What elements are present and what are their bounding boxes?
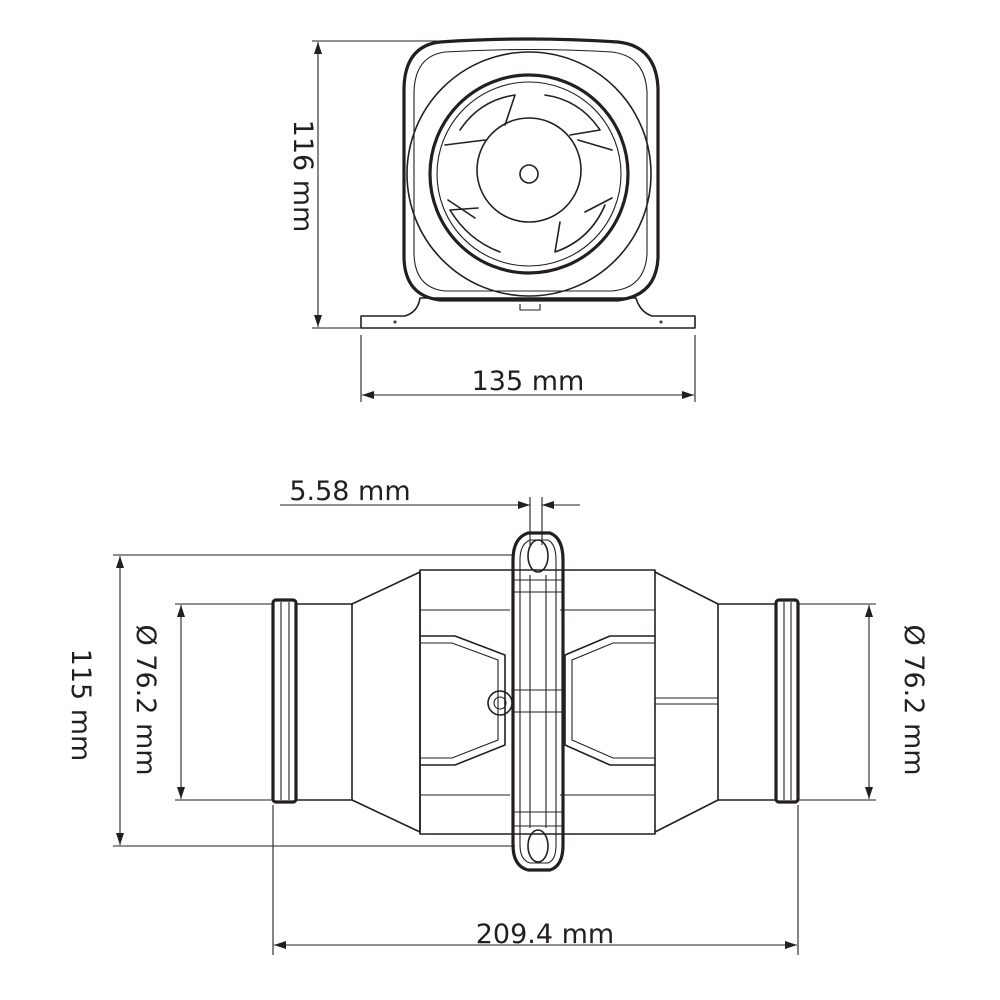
fan-shaft — [519, 164, 539, 184]
side-dimensions — [113, 497, 876, 955]
right-cone — [654, 571, 719, 833]
mounting-flange — [511, 531, 565, 872]
flange-slot-top — [527, 539, 549, 573]
left-pipe — [295, 603, 353, 801]
label-inlet-diameter-left: Ø 76.2 mm — [130, 624, 161, 775]
center-screw — [487, 690, 513, 716]
right-panel — [564, 635, 656, 766]
front-duct-inner-ring — [436, 81, 622, 267]
front-housing-outer — [402, 37, 660, 302]
front-duct-ring — [428, 73, 630, 275]
label-front-width: 135 mm — [472, 366, 585, 397]
label-flange-thickness: 5.58 mm — [289, 476, 410, 507]
fan-hub — [476, 117, 582, 223]
side-view — [271, 531, 800, 872]
base-notch — [519, 304, 541, 311]
left-panel — [419, 635, 506, 766]
flange-slot-bottom — [527, 829, 549, 863]
main-body — [419, 569, 656, 835]
front-dimensions — [312, 40, 696, 402]
left-pipe-collar — [271, 598, 298, 804]
label-total-length: 209.4 mm — [476, 919, 614, 950]
label-inlet-diameter-right: Ø 76.2 mm — [898, 624, 929, 775]
front-view — [360, 37, 696, 329]
base-hole-right — [659, 320, 663, 324]
label-front-height: 116 mm — [287, 120, 318, 233]
label-side-height: 115 mm — [65, 649, 96, 762]
right-pipe-collar — [774, 598, 800, 804]
front-housing-inner — [413, 48, 648, 292]
left-cone — [351, 571, 421, 833]
fan-blades — [444, 94, 613, 253]
base-hole-left — [393, 320, 397, 324]
front-outer-ring — [406, 51, 652, 297]
right-pipe — [717, 603, 777, 801]
front-mounting-base — [360, 297, 696, 329]
